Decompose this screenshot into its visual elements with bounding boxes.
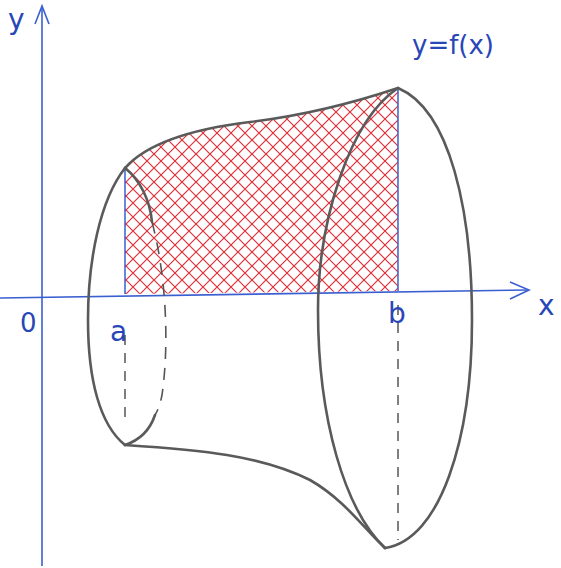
curve-f xyxy=(125,88,398,168)
y-axis-arrow xyxy=(35,6,49,24)
x-axis xyxy=(0,290,528,298)
hatched-region xyxy=(125,88,398,294)
point-label: a xyxy=(110,318,127,346)
bottom-outline xyxy=(125,445,385,548)
function-label: y=f(x) xyxy=(412,32,494,58)
ordinate-a xyxy=(124,168,126,294)
left-ellipse-arc-bottom xyxy=(125,415,155,445)
left-ellipse-dashed xyxy=(152,222,166,415)
left-outline xyxy=(88,168,125,445)
dashed-b xyxy=(397,305,399,540)
axis-label: x xyxy=(538,292,555,320)
dashed-a xyxy=(124,335,126,425)
left-ellipse-arc-top xyxy=(125,168,152,222)
point-label: b xyxy=(388,300,406,328)
right-ellipse-back xyxy=(318,88,398,548)
ordinate-b xyxy=(397,88,399,291)
right-ellipse-front xyxy=(385,88,472,548)
origin-label: 0 xyxy=(20,310,37,336)
x-axis-arrow xyxy=(510,282,529,299)
axis-label: y xyxy=(8,6,25,34)
y-axis xyxy=(41,8,43,566)
